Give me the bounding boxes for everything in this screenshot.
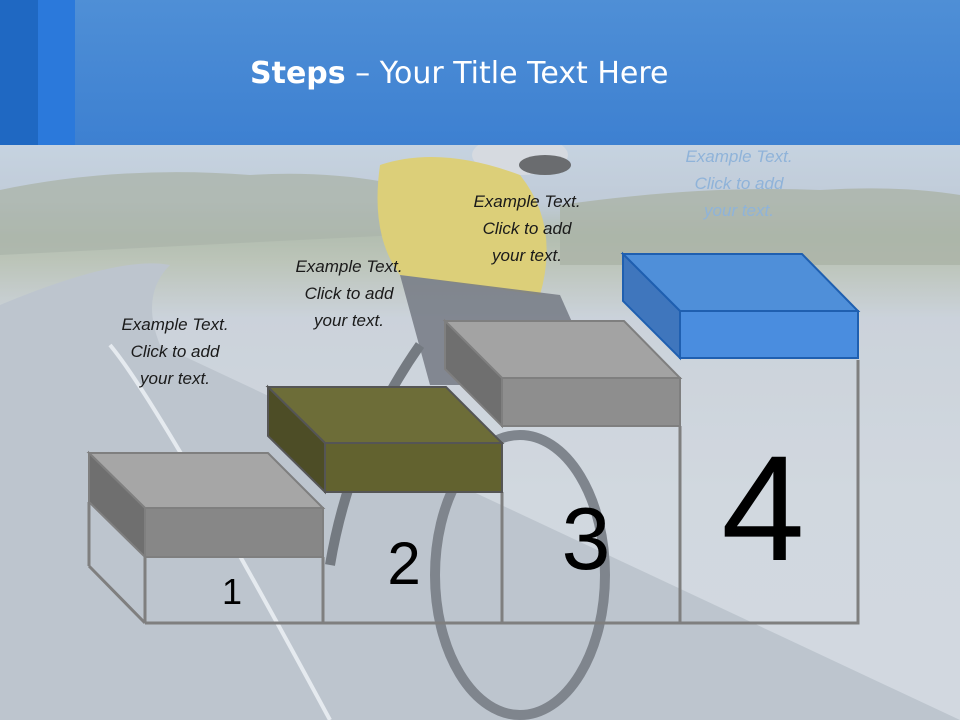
title-strong: Steps (250, 56, 346, 91)
caption-line: Click to add (482, 219, 572, 238)
caption-line: Click to add (694, 174, 784, 193)
accent-band (0, 0, 38, 145)
step-caption-2[interactable]: Example Text. Click to add your text. (274, 253, 424, 334)
caption-line: your text. (492, 246, 562, 265)
stairs-left-edge (87, 502, 147, 625)
step-caption-3[interactable]: Example Text. Click to add your text. (452, 188, 602, 269)
caption-line: Example Text. (295, 257, 403, 276)
step-caption-1[interactable]: Example Text. Click to add your text. (100, 311, 250, 392)
step-block-2[interactable] (265, 384, 505, 495)
caption-line: your text. (140, 369, 210, 388)
step-block-1[interactable] (86, 450, 326, 560)
caption-line: your text. (704, 201, 774, 220)
title-rest: – Your Title Text Here (345, 56, 669, 91)
step-caption-4[interactable]: Example Text. Click to add your text. (664, 143, 814, 224)
accent-band-secondary (38, 0, 75, 145)
stairs-dividers (143, 426, 682, 623)
stairs-base-outline (145, 360, 860, 625)
caption-line: your text. (314, 311, 384, 330)
step-number-4: 4 (721, 424, 804, 592)
caption-line: Click to add (304, 284, 394, 303)
step-block-4[interactable] (620, 251, 861, 361)
caption-line: Example Text. (685, 147, 793, 166)
step-number-2: 2 (387, 530, 420, 597)
title-bar: Steps – Your Title Text Here (0, 0, 960, 145)
caption-line: Example Text. (121, 315, 229, 334)
caption-line: Click to add (130, 342, 220, 361)
step-block-3[interactable] (442, 318, 683, 429)
slide-title[interactable]: Steps – Your Title Text Here (250, 56, 668, 91)
caption-line: Example Text. (473, 192, 581, 211)
step-number-1: 1 (222, 571, 242, 612)
step-number-3: 3 (562, 489, 611, 588)
